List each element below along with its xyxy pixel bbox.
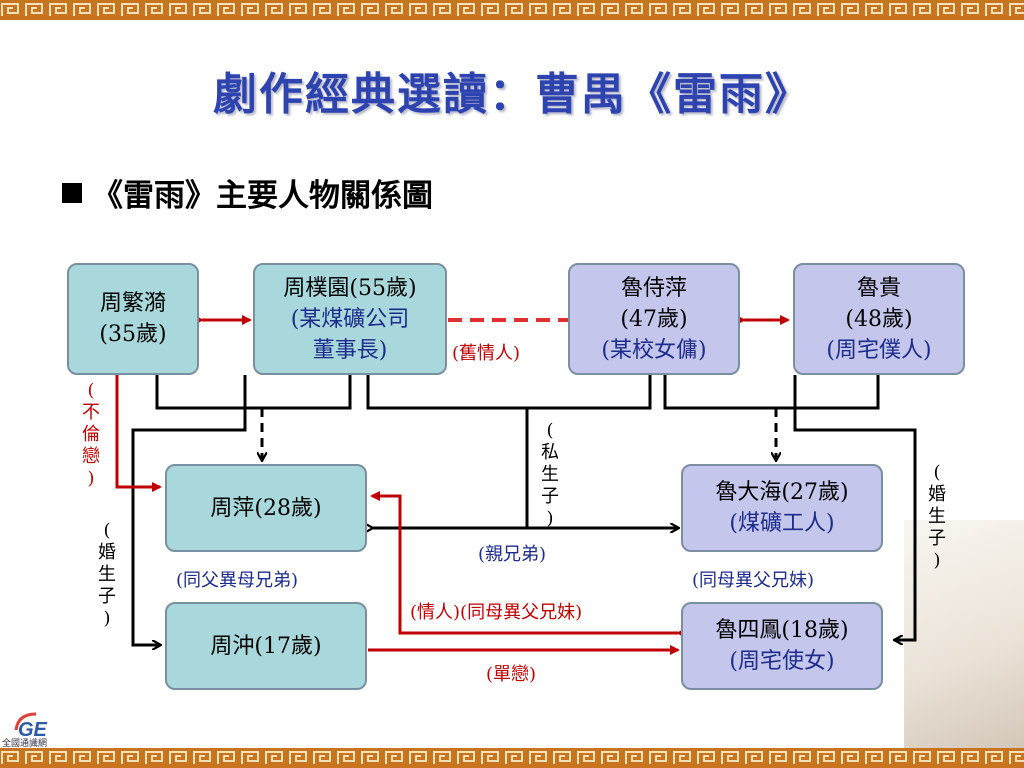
lugui-to-sifeng-arrow (793, 375, 917, 640)
meander-pattern-top (0, 0, 1024, 20)
subtitle-text: 《雷雨》主要人物關係圖 (92, 178, 433, 214)
puyuan-to-chong-arrow (131, 375, 247, 645)
node-lu-gui: 魯貴 (48歲) (周宅僕人) (793, 263, 965, 375)
node-lu-shiping: 魯侍萍 (47歲) (某校女傭) (568, 263, 740, 375)
node-zhou-chong: 周沖(17歲) (165, 602, 367, 690)
bullet-square-icon (62, 183, 82, 203)
node-zhou-puyuan: 周樸園(55歲) (某煤礦公司 董事長) (253, 263, 447, 375)
node-name: 魯侍萍 (620, 275, 687, 301)
label-half-brothers: (同父異母兄弟) (176, 570, 299, 591)
zhou-parents-bracket (155, 375, 352, 410)
node-age: (35歲) (99, 322, 167, 347)
node-role: (某煤礦公司 (290, 306, 410, 332)
page-title: 劇作經典選讀：曹禺《雷雨》 (213, 69, 811, 120)
label-illegitimate: (私生子) (541, 420, 559, 529)
ge-logo-icon: GE (14, 712, 48, 741)
node-role: (煤礦工人) (729, 511, 835, 536)
slide-subtitle: 《雷雨》主要人物關係圖 (62, 170, 433, 215)
node-name: 魯貴 (856, 275, 901, 301)
node-zhou-fanyi: 周繁漪 (35歲) (67, 263, 199, 375)
node-name: 周繁漪 (99, 291, 166, 316)
logo-text: 全國通識網 (2, 739, 48, 749)
node-role-cont: 董事長) (312, 337, 388, 363)
label-lovers: (情人)(同母異父兄妹) (410, 598, 582, 624)
decorative-portrait-image (904, 520, 1024, 748)
label-half-siblings: (同母異父兄妹) (692, 570, 815, 591)
node-name: 魯大海(27歲) (715, 480, 849, 505)
label-brothers: (親兄弟) (478, 544, 547, 565)
label-old-lovers: (舊情人) (452, 343, 521, 364)
label-lovers-text: (情人)(同母異父兄妹) (410, 602, 583, 623)
label-incest: (不倫戀) (82, 380, 100, 489)
node-role: (周宅使女) (729, 649, 835, 674)
logo-mark: GE (18, 719, 48, 741)
node-age: (48歲) (845, 306, 913, 332)
meander-pattern-bottom (0, 748, 1024, 768)
node-lu-sifeng: 魯四鳳(18歲) (周宅使女) (681, 602, 883, 690)
label-marital-right: (婚生子) (928, 462, 946, 571)
node-name: 周樸園(55歲) (283, 275, 417, 301)
node-role: (周宅僕人) (826, 337, 932, 363)
label-one-sided-love: (單戀) (486, 664, 537, 685)
lovers-arrow (370, 491, 686, 638)
lu-parents-bracket (663, 375, 880, 410)
node-role: (某校女傭) (601, 337, 707, 363)
node-zhou-ping: 周萍(28歲) (165, 464, 367, 552)
node-age: (47歲) (620, 306, 688, 332)
bottom-border-pattern (0, 748, 1024, 768)
top-border-pattern (0, 0, 1024, 20)
puyuan-shiping-bracket (366, 375, 652, 410)
node-lu-dahai: 魯大海(27歲) (煤礦工人) (681, 464, 883, 552)
node-name: 周沖(17歲) (210, 633, 322, 659)
node-name: 魯四鳳(18歲) (715, 618, 849, 643)
node-name: 周萍(28歲) (210, 495, 322, 521)
label-marital-left: (婚生子) (98, 520, 116, 629)
incest-arrow (115, 375, 162, 492)
